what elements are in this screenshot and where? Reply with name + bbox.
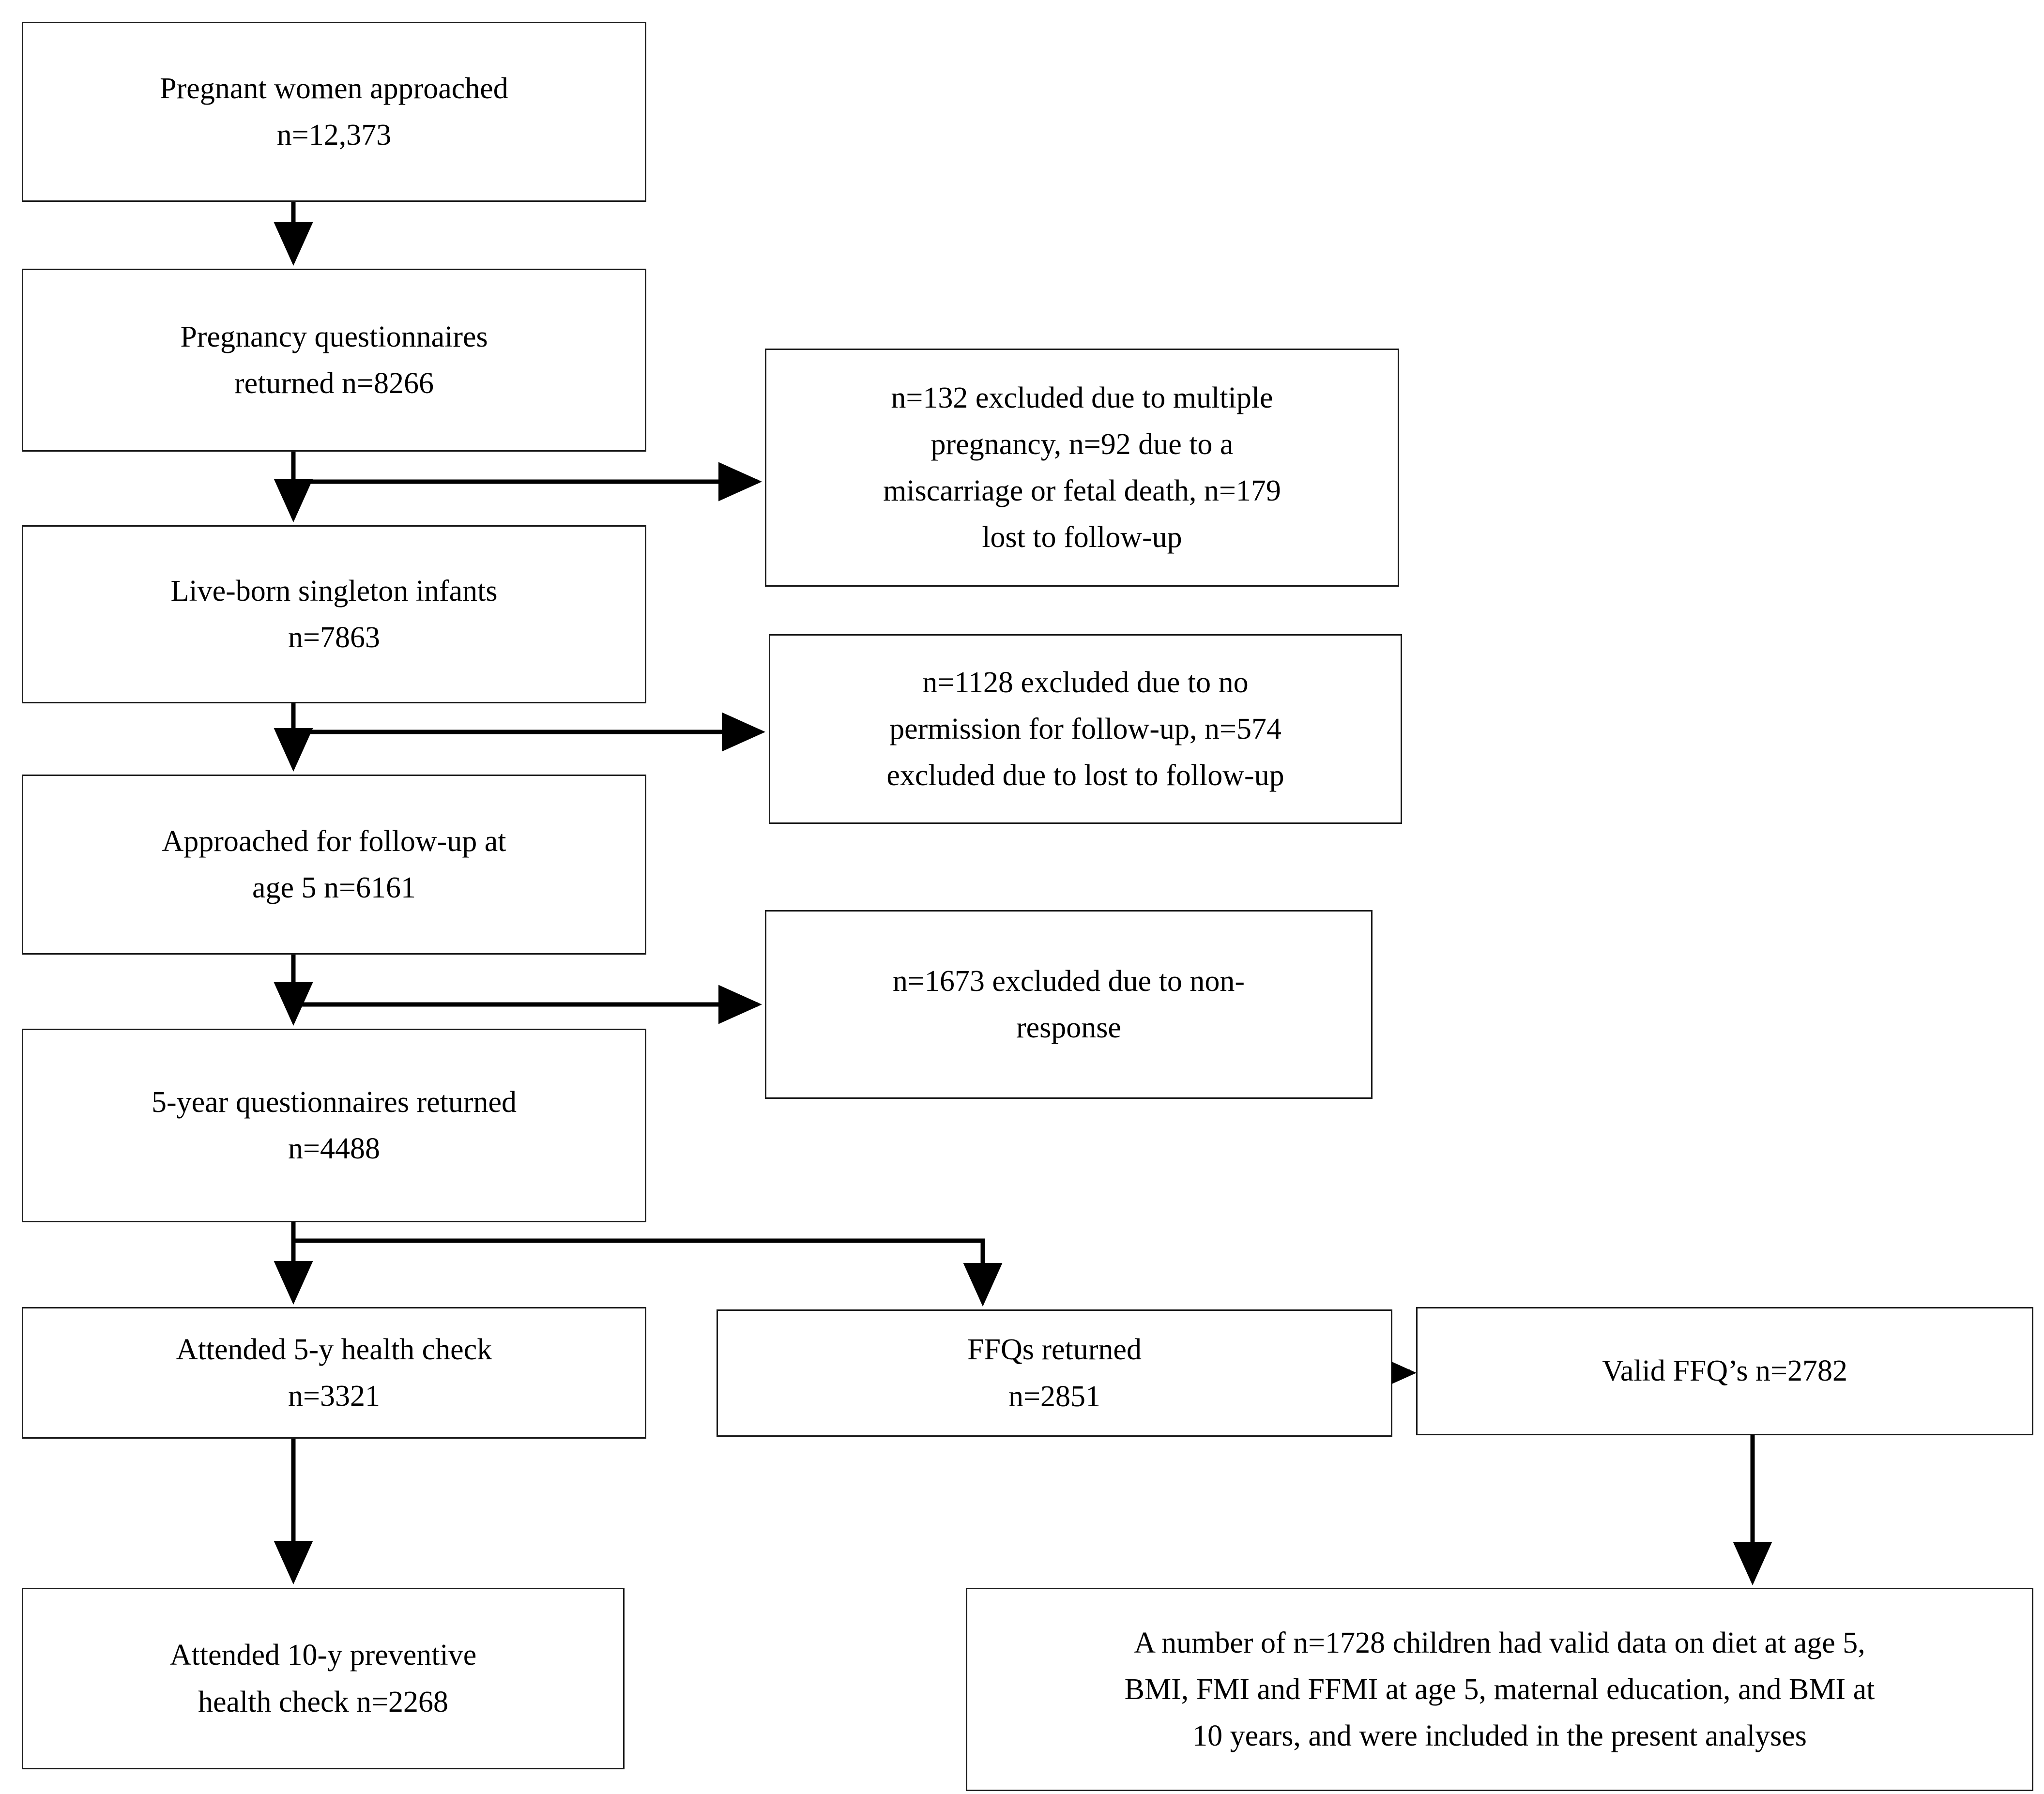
node-ffqs-returned[interactable]: FFQs returned n=2851 — [717, 1309, 1392, 1437]
exclusion-box-non-response[interactable]: n=1673 excluded due to non- response — [765, 910, 1373, 1099]
exclusion-box-no-permission-followup[interactable]: n=1128 excluded due to no permission for… — [769, 634, 1402, 824]
exclusion-line: lost to follow-up — [982, 521, 1182, 554]
node-line: 10 years, and were included in the prese… — [1192, 1719, 1807, 1753]
node-line: n=2851 — [1008, 1380, 1100, 1413]
exclusion-line: pregnancy, n=92 due to a — [930, 427, 1234, 461]
node-live-born-singleton-infants[interactable]: Live-born singleton infants n=7863 — [22, 525, 646, 703]
node-valid-ffqs[interactable]: Valid FFQ’s n=2782 — [1416, 1307, 2033, 1435]
node-line: BMI, FMI and FFMI at age 5, maternal edu… — [1124, 1672, 1875, 1706]
exclusion-line: response — [1016, 1011, 1121, 1044]
node-line: A number of n=1728 children had valid da… — [1134, 1626, 1865, 1659]
node-attended-5y-health-check[interactable]: Attended 5-y health check n=3321 — [22, 1307, 646, 1439]
exclusion-line: n=1673 excluded due to non- — [892, 964, 1245, 998]
node-line: age 5 n=6161 — [252, 871, 416, 904]
node-approached-for-followup-age-5[interactable]: Approached for follow-up at age 5 n=6161 — [22, 775, 646, 955]
exclusion-box-multiple-pregnancy[interactable]: n=132 excluded due to multiple pregnancy… — [765, 349, 1399, 587]
node-line: health check n=2268 — [198, 1685, 448, 1718]
exclusion-line: permission for follow-up, n=574 — [889, 712, 1281, 745]
exclusion-line: n=1128 excluded due to no — [922, 666, 1249, 699]
connector-five-year-questionnaires-to-ffqs-returned — [293, 1238, 1003, 1307]
node-line: n=4488 — [288, 1132, 380, 1165]
node-line: returned n=8266 — [234, 367, 434, 400]
node-final-analysis-sample[interactable]: A number of n=1728 children had valid da… — [966, 1588, 2033, 1791]
node-line: Attended 10-y preventive — [169, 1639, 477, 1672]
node-line: n=12,373 — [276, 119, 392, 152]
exclusion-line: excluded due to lost to follow-up — [886, 759, 1284, 792]
node-pregnant-women-approached[interactable]: Pregnant women approached n=12,373 — [22, 22, 646, 202]
exclusion-line: n=132 excluded due to multiple — [891, 381, 1273, 414]
node-line: Valid FFQ’s n=2782 — [1602, 1354, 1847, 1388]
node-line: Live-born singleton infants — [170, 574, 498, 608]
node-five-year-questionnaires-returned[interactable]: 5-year questionnaires returned n=4488 — [22, 1029, 646, 1222]
node-pregnancy-questionnaires-returned[interactable]: Pregnancy questionnaires returned n=8266 — [22, 269, 646, 452]
node-line: n=7863 — [288, 621, 380, 654]
node-attended-10y-preventive-health-check[interactable]: Attended 10-y preventive health check n=… — [22, 1588, 625, 1769]
node-line: Approached for follow-up at — [162, 824, 506, 858]
node-line: Pregnancy questionnaires — [180, 320, 488, 353]
node-line: n=3321 — [288, 1380, 380, 1413]
node-line: Attended 5-y health check — [176, 1333, 492, 1366]
node-line: 5-year questionnaires returned — [151, 1085, 517, 1119]
node-line: FFQs returned — [967, 1333, 1142, 1367]
node-line: Pregnant women approached — [160, 72, 508, 105]
exclusion-line: miscarriage or fetal death, n=179 — [883, 474, 1281, 507]
